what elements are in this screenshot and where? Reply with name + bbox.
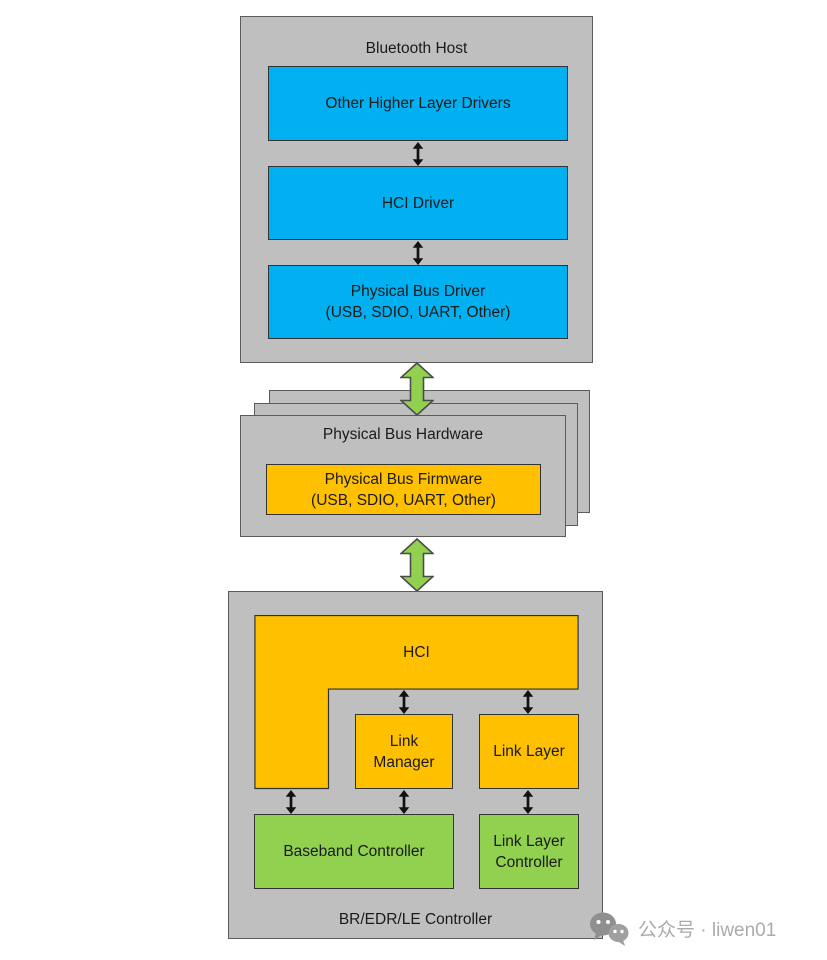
physical-bus-driver-label: Physical Bus Driver (USB, SDIO, UART, Ot… [325, 283, 511, 321]
hci-label: HCI [403, 643, 430, 661]
black-double-arrow-icon [398, 790, 410, 814]
link-layer-controller-box: Link Layer Controller [479, 814, 579, 889]
green-double-arrow-icon [398, 537, 436, 593]
hci-driver-box: HCI Driver [268, 166, 568, 240]
watermark: 公众号 · liwen01 [589, 908, 776, 948]
link-layer-box: Link Layer [479, 714, 579, 789]
hci-block: HCI [254, 615, 580, 790]
other-higher-layer-drivers-box: Other Higher Layer Drivers [268, 66, 568, 141]
black-double-arrow-icon [522, 790, 534, 814]
br-edr-le-controller-title: BR/EDR/LE Controller [338, 911, 493, 928]
link-manager-box: Link Manager [355, 714, 453, 789]
link-layer-controller-label: Link Layer Controller [493, 832, 565, 871]
other-higher-layer-drivers-label: Other Higher Layer Drivers [325, 95, 511, 112]
green-double-arrow-icon [398, 361, 436, 417]
baseband-controller-box: Baseband Controller [254, 814, 454, 889]
physical-bus-firmware-box: Physical Bus Firmware (USB, SDIO, UART, … [266, 464, 541, 515]
physical-bus-hardware-box: Physical Bus Hardware Physical Bus Firmw… [240, 415, 566, 537]
hci-driver-label: HCI Driver [381, 194, 455, 212]
black-double-arrow-icon [285, 790, 297, 814]
watermark-text: 公众号 · liwen01 [638, 919, 777, 941]
black-double-arrow-icon [398, 690, 410, 714]
black-double-arrow-icon [412, 142, 424, 166]
bluetooth-host-title: Bluetooth Host [365, 40, 468, 57]
physical-bus-hardware-title: Physical Bus Hardware [322, 426, 484, 443]
baseband-controller-label: Baseband Controller [283, 843, 425, 860]
physical-bus-driver-box: Physical Bus Driver (USB, SDIO, UART, Ot… [268, 265, 568, 339]
wechat-bubbles-icon [589, 910, 631, 946]
link-manager-label: Link Manager [373, 732, 435, 771]
link-layer-label: Link Layer [493, 743, 565, 760]
black-double-arrow-icon [412, 241, 424, 265]
physical-bus-firmware-label: Physical Bus Firmware (USB, SDIO, UART, … [311, 470, 496, 509]
bluetooth-host-box: Bluetooth Host Other Higher Layer Driver… [240, 16, 593, 363]
br-edr-le-controller-box: HCI Link Manager Link Layer [228, 591, 603, 939]
black-double-arrow-icon [522, 690, 534, 714]
